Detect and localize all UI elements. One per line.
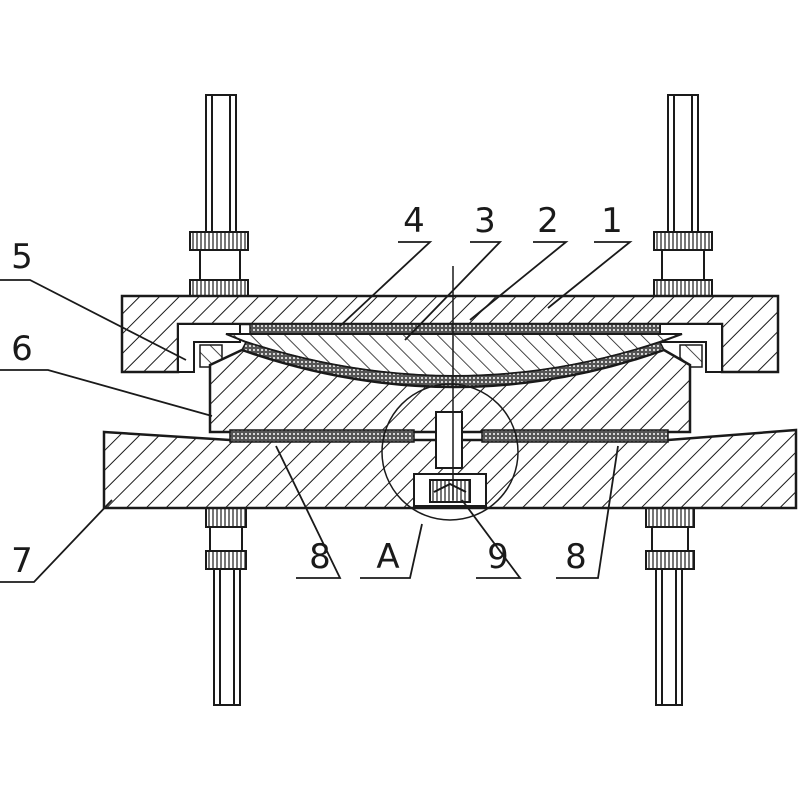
label-part-8-right: 8 xyxy=(565,537,587,577)
label-part-6: 6 xyxy=(11,329,33,369)
bolt-bottom-right xyxy=(645,506,695,706)
bottom-slide-left xyxy=(229,429,415,443)
label-part-5: 5 xyxy=(11,237,33,277)
label-part-8-left: 8 xyxy=(309,537,331,577)
leader-lines xyxy=(0,241,633,583)
bolt-top-right xyxy=(653,94,713,297)
label-part-2: 2 xyxy=(537,201,559,241)
label-part-7: 7 xyxy=(11,541,33,581)
bolt-bottom-left xyxy=(205,506,247,706)
label-detail-a: A xyxy=(376,537,399,577)
label-part-3: 3 xyxy=(474,201,496,241)
bolt-top-left xyxy=(189,94,249,297)
label-part-4: 4 xyxy=(403,201,425,241)
side-guide-left xyxy=(177,323,241,373)
label-part-1: 1 xyxy=(601,201,623,241)
detail-a-circle xyxy=(381,383,519,521)
middle-seat-plate xyxy=(208,348,692,434)
bottom-slide-right xyxy=(481,429,669,443)
label-part-9: 9 xyxy=(487,537,509,577)
shear-pin-assembly xyxy=(413,411,487,507)
top-slide-plate xyxy=(249,323,661,335)
